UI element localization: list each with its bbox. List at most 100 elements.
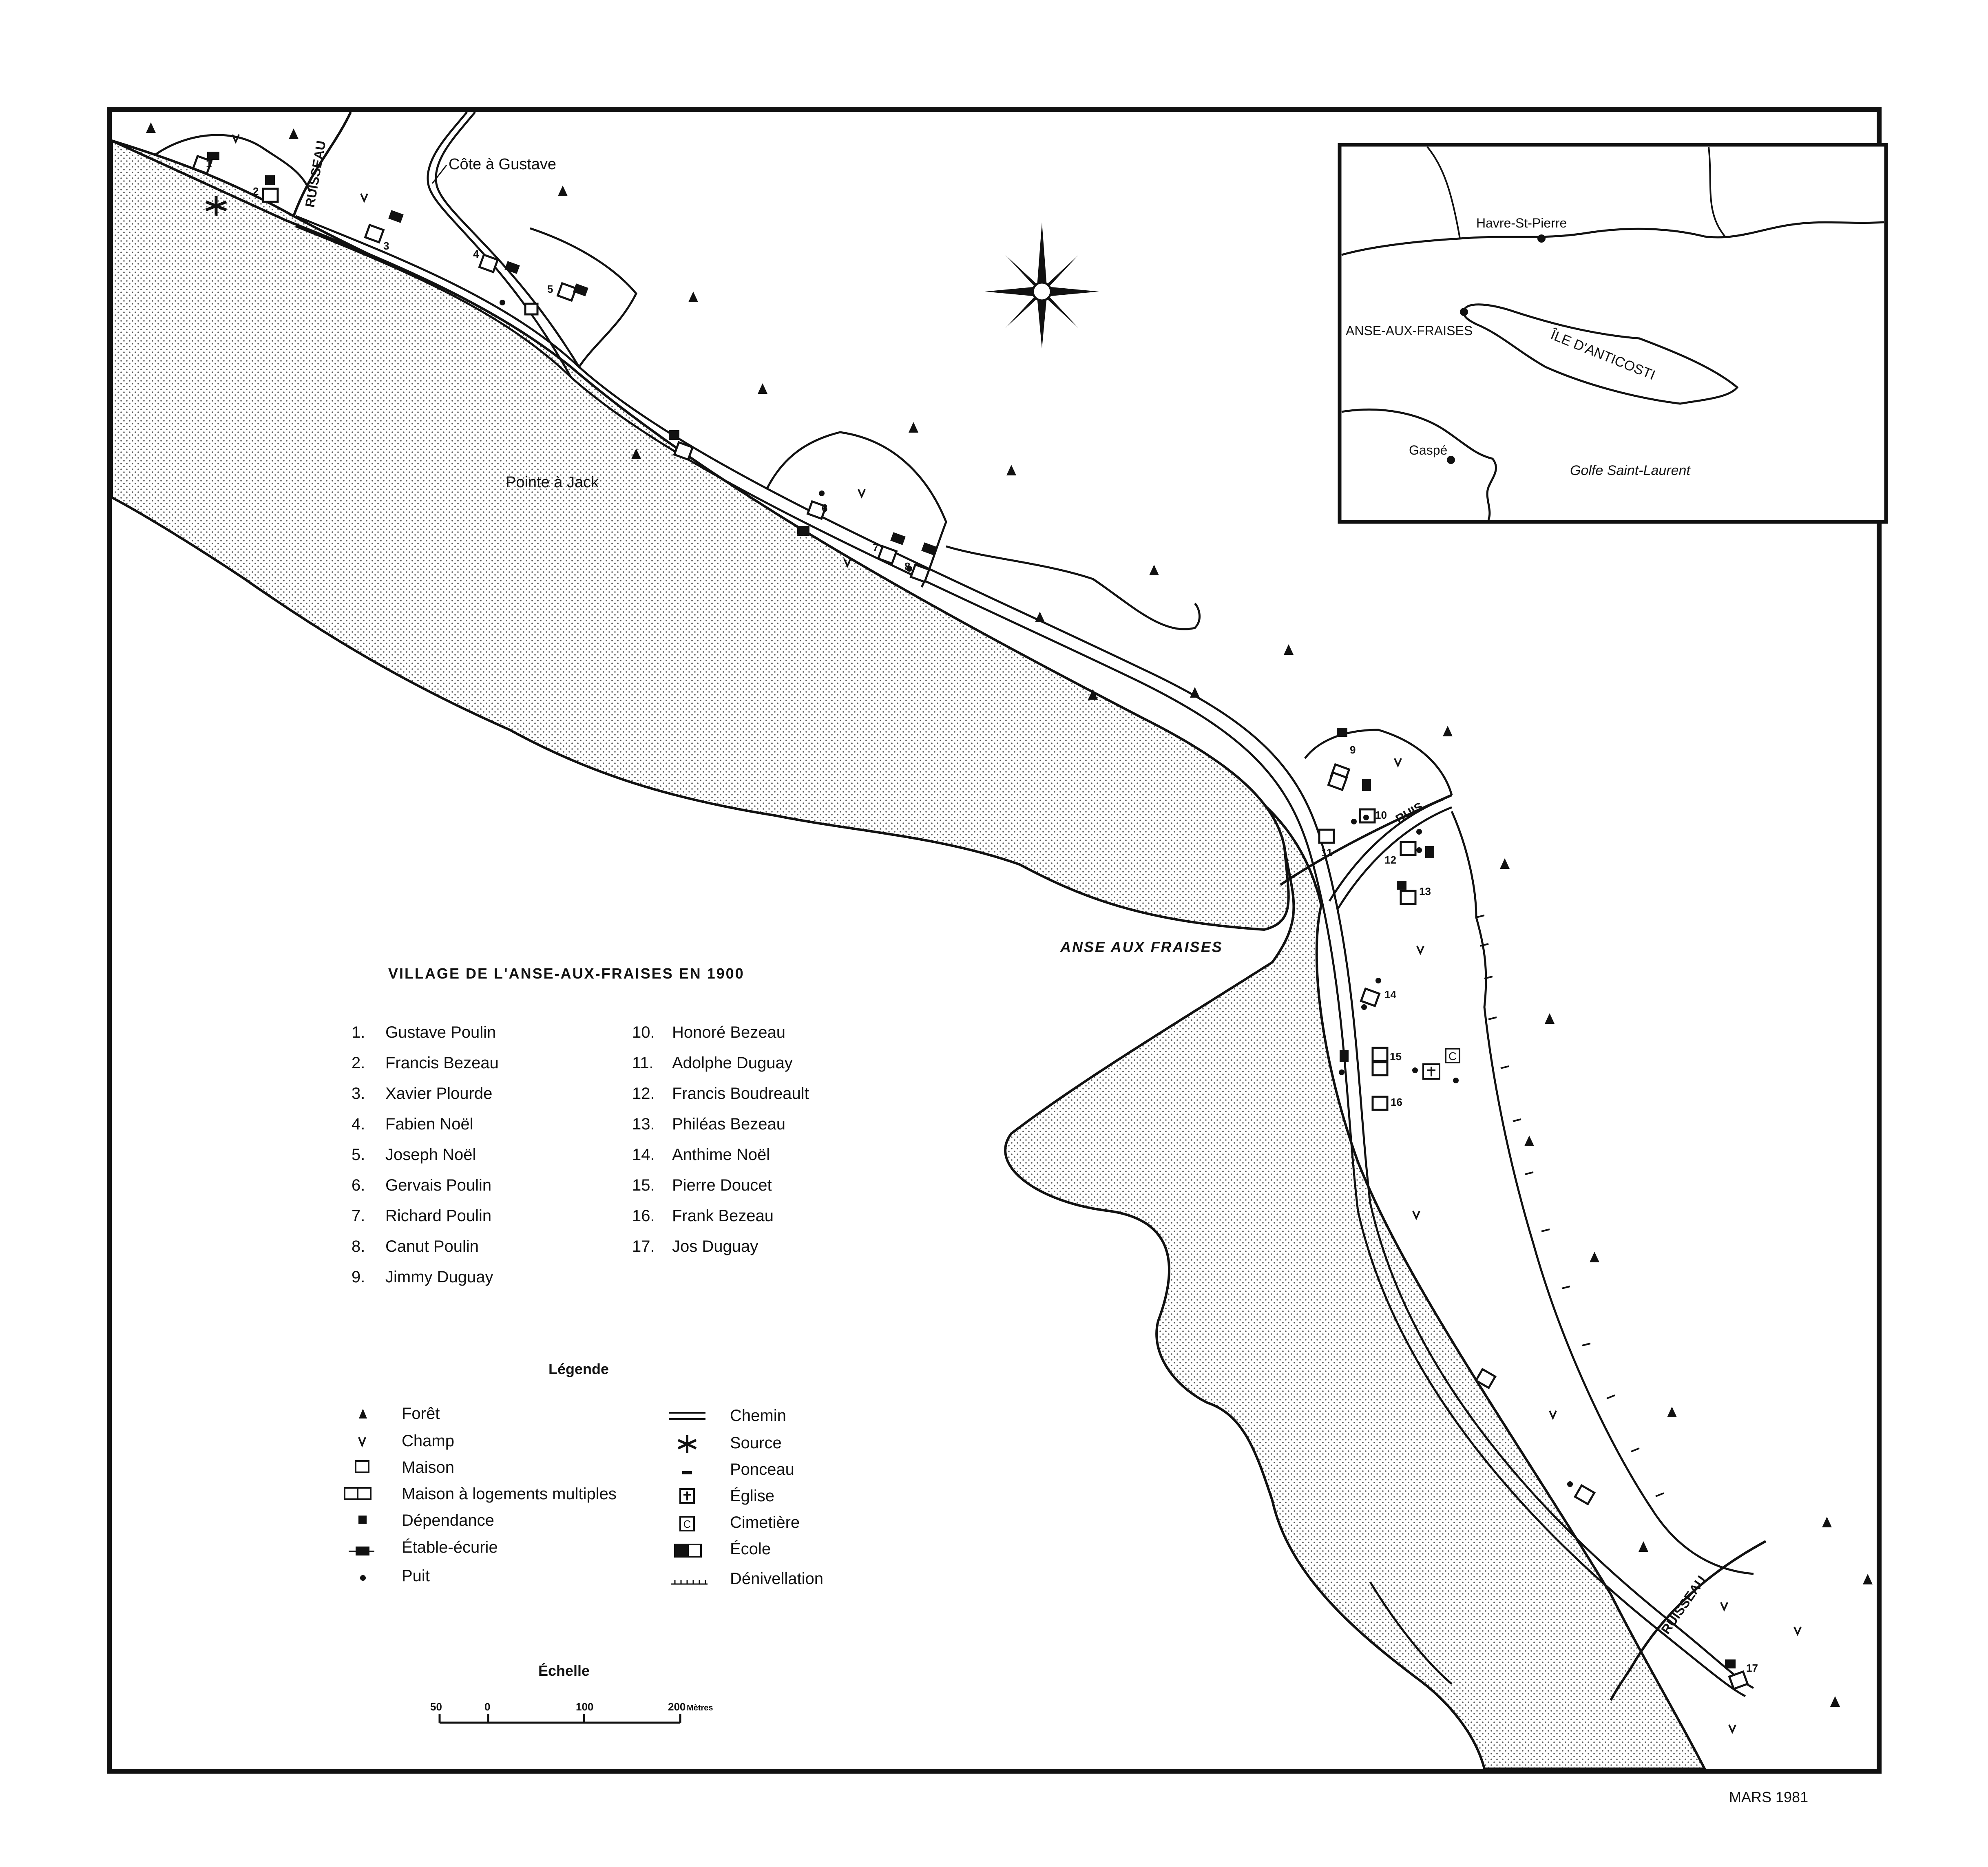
resident-num-4: 4. [352,1115,365,1133]
legend-labels-right: Chemin Source Ponceau Église Cimetière É… [730,1407,823,1588]
label-ruisseau-se: RUISSEAU [1658,1573,1709,1637]
legend-label-well: Puit [402,1567,430,1585]
house-num-15: 15 [1390,1050,1402,1063]
scale-unit: Mètres [687,1703,713,1712]
forest-markers [146,122,1873,1707]
legend-label-cemetery: Cimetière [730,1513,800,1531]
legend-school-icon-a [674,1544,689,1558]
resident-num-13: 13. [632,1115,655,1133]
house-number-labels: 1 2 3 4 5 6 7 8 9 10 11 12 13 14 15 16 1… [206,157,1758,1674]
legend-label-church: Église [730,1487,774,1505]
label-pointe-jack: Pointe à Jack [506,474,599,491]
legend-label-stable: Étable-écurie [402,1538,498,1556]
legend-label-field: Champ [402,1432,454,1450]
house-num-2: 2 [253,185,259,197]
scale-bar [438,1714,681,1724]
resident-name-12: Francis Boudreault [672,1085,809,1103]
house-num-9: 9 [1350,744,1356,756]
legend-school-icon-b [687,1544,702,1558]
legend-cemetery-c-icon: C [683,1518,691,1530]
resident-num-11: 11. [632,1054,654,1072]
label-anse-aux-fraises: ANSE AUX FRAISES [1060,939,1223,955]
resident-num-2: 2. [352,1054,365,1072]
resident-name-8: Canut Poulin [385,1237,479,1255]
house-num-17: 17 [1746,1662,1758,1674]
house-num-11: 11 [1321,846,1333,859]
legend-house-icon [355,1460,369,1473]
house-num-12: 12 [1384,854,1396,866]
house-num-5: 5 [547,283,553,295]
resident-name-11: Adolphe Duguay [672,1054,793,1072]
legend-label-escarpment: Dénivellation [730,1570,823,1588]
legend-label-forest: Forêt [402,1405,440,1423]
inset-label-golfe: Golfe Saint-Laurent [1570,463,1691,478]
house-num-1: 1 [206,157,212,170]
house-num-16: 16 [1391,1096,1402,1108]
map-title: VILLAGE DE L'ANSE-AUX-FRAISES EN 1900 [388,965,745,982]
legend-cemetery-icon [679,1516,695,1531]
resident-name-6: Gervais Poulin [385,1176,491,1194]
legend-source-icon [677,1435,697,1453]
church-cemetery: C [1422,1048,1460,1080]
resident-name-7: Richard Poulin [385,1207,491,1225]
inset-dot-havre [1537,234,1546,243]
resident-num-3: 3. [352,1085,365,1103]
resident-name-17: Jos Duguay [672,1237,758,1255]
legend-label-culvert: Ponceau [730,1460,794,1478]
resident-name-5: Joseph Noël [385,1146,476,1164]
scale-title: Échelle [538,1662,590,1679]
legend-symbols-left [344,1409,374,1581]
legend-symbols-right: C [669,1412,708,1585]
legend-outbuilding-icon [358,1516,367,1524]
resident-name-3: Xavier Plourde [385,1085,492,1103]
resident-name-1: Gustave Poulin [385,1023,496,1041]
house-num-3: 3 [383,240,389,252]
legend-title: Légende [548,1361,609,1377]
map-date: MARS 1981 [1729,1789,1808,1805]
scale-tick-200: 200 [668,1701,686,1713]
legend-label-house: Maison [402,1458,454,1476]
legend-field-icon [358,1437,366,1448]
inset-label-anse: ANSE-AUX-FRAISES [1346,323,1473,338]
legend-label-multi-house: Maison à logements multiples [402,1485,617,1503]
map-frame [107,107,1882,1774]
inset-map: Havre-St-Pierre ANSE-AUX-FRAISES ÎLE D'A… [1338,143,1888,524]
resident-name-13: Philéas Bezeau [672,1115,785,1133]
cote-gustave-leader [431,165,447,184]
resident-name-16: Frank Bezeau [672,1207,774,1225]
resident-list: 1.Gustave Poulin 2.Francis Bezeau 3.Xavi… [352,1023,809,1286]
house-num-7: 7 [873,541,878,554]
resident-num-7: 7. [352,1207,365,1225]
resident-num-8: 8. [352,1237,365,1255]
resident-num-15: 15. [632,1176,655,1194]
house-num-13: 13 [1419,885,1431,897]
resident-name-9: Jimmy Duguay [385,1268,493,1286]
legend-multi-house-icon-b [357,1487,372,1500]
legend-stable-box-icon [356,1547,369,1555]
resident-num-12: 12. [632,1085,655,1103]
resident-num-16: 16. [632,1207,655,1225]
house-num-4: 4 [473,248,479,260]
scale-labels: 50 0 100 200 Mètres [430,1701,713,1713]
outbuildings [207,152,1736,1668]
field-markers [232,134,1802,1734]
house-num-10: 10 [1375,809,1387,821]
house-num-14: 14 [1384,988,1396,1001]
scale-tick-100: 100 [576,1701,593,1713]
water-shore-west [111,139,1290,931]
inset-label-havre: Havre-St-Pierre [1476,216,1567,230]
scale-tick-0: 0 [484,1701,490,1713]
resident-num-9: 9. [352,1268,365,1286]
legend-church-icon [679,1488,695,1504]
legend-culvert-icon [682,1471,692,1474]
legend-church-cross-icon [683,1491,691,1500]
escarpment-ticks [1476,915,1664,1497]
resident-num-6: 6. [352,1176,365,1194]
house-num-8: 8 [904,560,910,572]
resident-name-15: Pierre Doucet [672,1176,772,1194]
label-cote-gustave: Côte à Gustave [449,156,556,173]
resident-num-5: 5. [352,1146,365,1164]
svg-text:C: C [1448,1050,1457,1063]
legend-forest-icon [359,1409,367,1418]
